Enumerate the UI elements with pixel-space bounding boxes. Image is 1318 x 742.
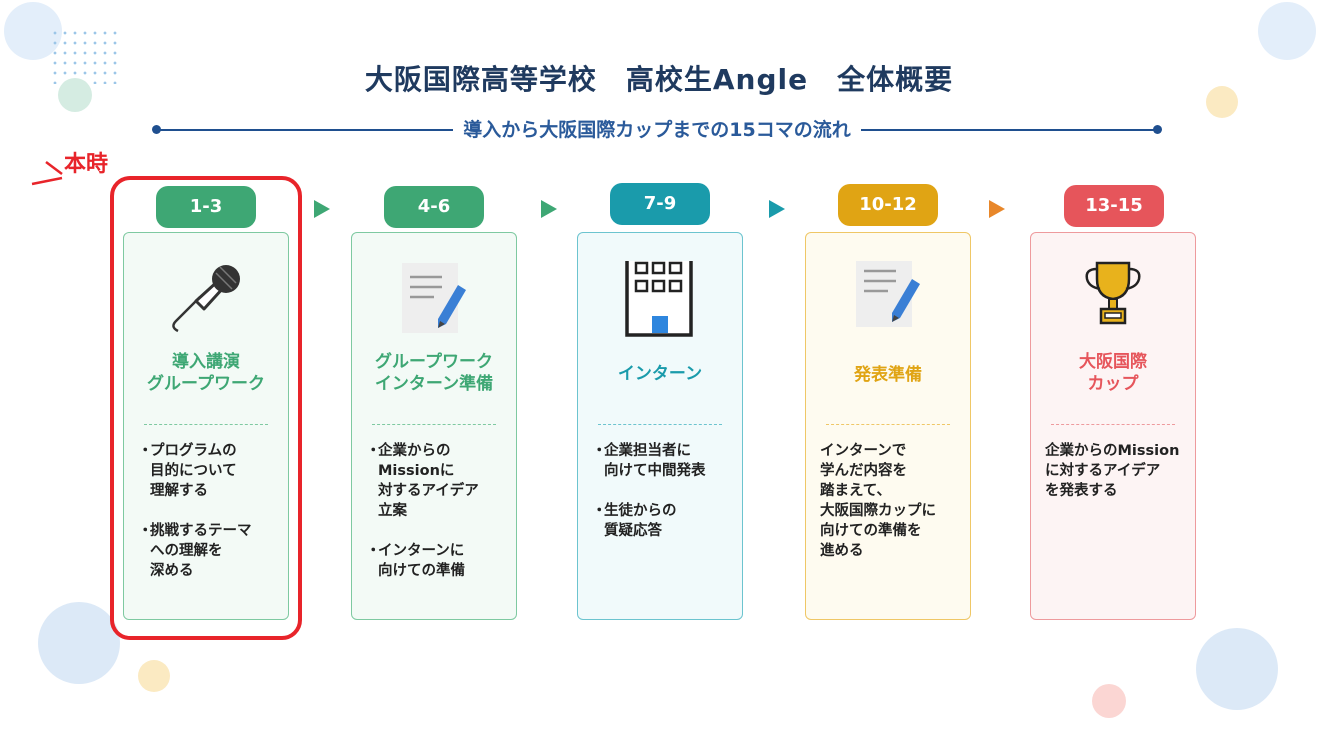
divider — [372, 424, 496, 425]
current-session-label: 本時 — [64, 152, 109, 177]
step-title: インターン — [617, 364, 703, 384]
office-building-icon — [578, 261, 742, 337]
step-card: グループワーク インターン準備 ・企業からの Missionに 対するアイデア … — [351, 232, 517, 620]
decor-dot-grid — [50, 28, 120, 84]
divider — [1051, 424, 1175, 425]
step-description: 企業からのMission に対するアイデア を発表する — [1045, 443, 1180, 499]
step-title: グループワーク インターン準備 — [374, 352, 494, 394]
step-title: 大阪国際 カップ — [1079, 352, 1147, 394]
divider — [144, 424, 268, 425]
step-title: 導入講演 グループワーク — [147, 352, 265, 394]
flow-arrow — [989, 200, 1005, 218]
decor-circle — [58, 78, 92, 112]
list-item: ・プログラムの 目的について 理解する — [138, 443, 237, 499]
decor-circle — [1206, 86, 1238, 118]
step-card: インターン ・企業担当者に 向けて中間発表 ・生徒からの 質疑応答 — [577, 232, 743, 620]
trophy-icon — [1031, 261, 1195, 337]
subtitle-line-dot — [1153, 125, 1162, 134]
decor-circle — [138, 660, 170, 692]
decor-circle — [38, 602, 120, 684]
flow-arrow — [541, 200, 557, 218]
document-pencil-icon — [352, 261, 516, 337]
decor-circle — [1196, 628, 1278, 710]
step-badge: 13-15 — [1064, 185, 1164, 227]
page-title: 大阪国際高等学校 高校生Angle 全体概要 — [364, 63, 954, 96]
step-badge: 4-6 — [384, 186, 484, 228]
step-title: 発表準備 — [854, 365, 922, 385]
divider — [826, 424, 950, 425]
current-marker-strokes — [31, 161, 63, 186]
subtitle-banner: 導入から大阪国際カップまでの15コマの流れ — [152, 115, 1162, 145]
step-card: 導入講演 グループワーク ・プログラムの 目的について 理解する ・挑戦するテー… — [123, 232, 289, 620]
subtitle: 導入から大阪国際カップまでの15コマの流れ — [453, 119, 861, 141]
list-item: ・挑戦するテーマ への理解を 深める — [138, 523, 252, 579]
list-item: ・インターンに 向けての準備 — [366, 543, 465, 579]
current-session-highlight — [110, 176, 302, 640]
step-badge: 10-12 — [838, 184, 938, 226]
list-item: ・企業からの Missionに 対するアイデア 立案 — [366, 443, 479, 519]
list-item: ・企業担当者に 向けて中間発表 — [592, 443, 706, 479]
flow-arrow — [314, 200, 330, 218]
flow-arrow — [769, 200, 785, 218]
step-card: 発表準備 インターンで 学んだ内容を 踏まえて、 大阪国際カップに 向けての準備… — [805, 232, 971, 620]
decor-circle — [1092, 684, 1126, 718]
step-description: インターンで 学んだ内容を 踏まえて、 大阪国際カップに 向けての準備を 進める — [820, 443, 936, 559]
list-item: ・生徒からの 質疑応答 — [592, 503, 677, 539]
document-pencil-icon — [806, 261, 970, 337]
divider — [598, 424, 722, 425]
decor-circle — [1258, 2, 1316, 60]
step-card: 大阪国際 カップ 企業からのMission に対するアイデア を発表する — [1030, 232, 1196, 620]
microphone-icon — [124, 261, 288, 337]
step-badge: 7-9 — [610, 183, 710, 225]
step-badge: 1-3 — [156, 186, 256, 228]
